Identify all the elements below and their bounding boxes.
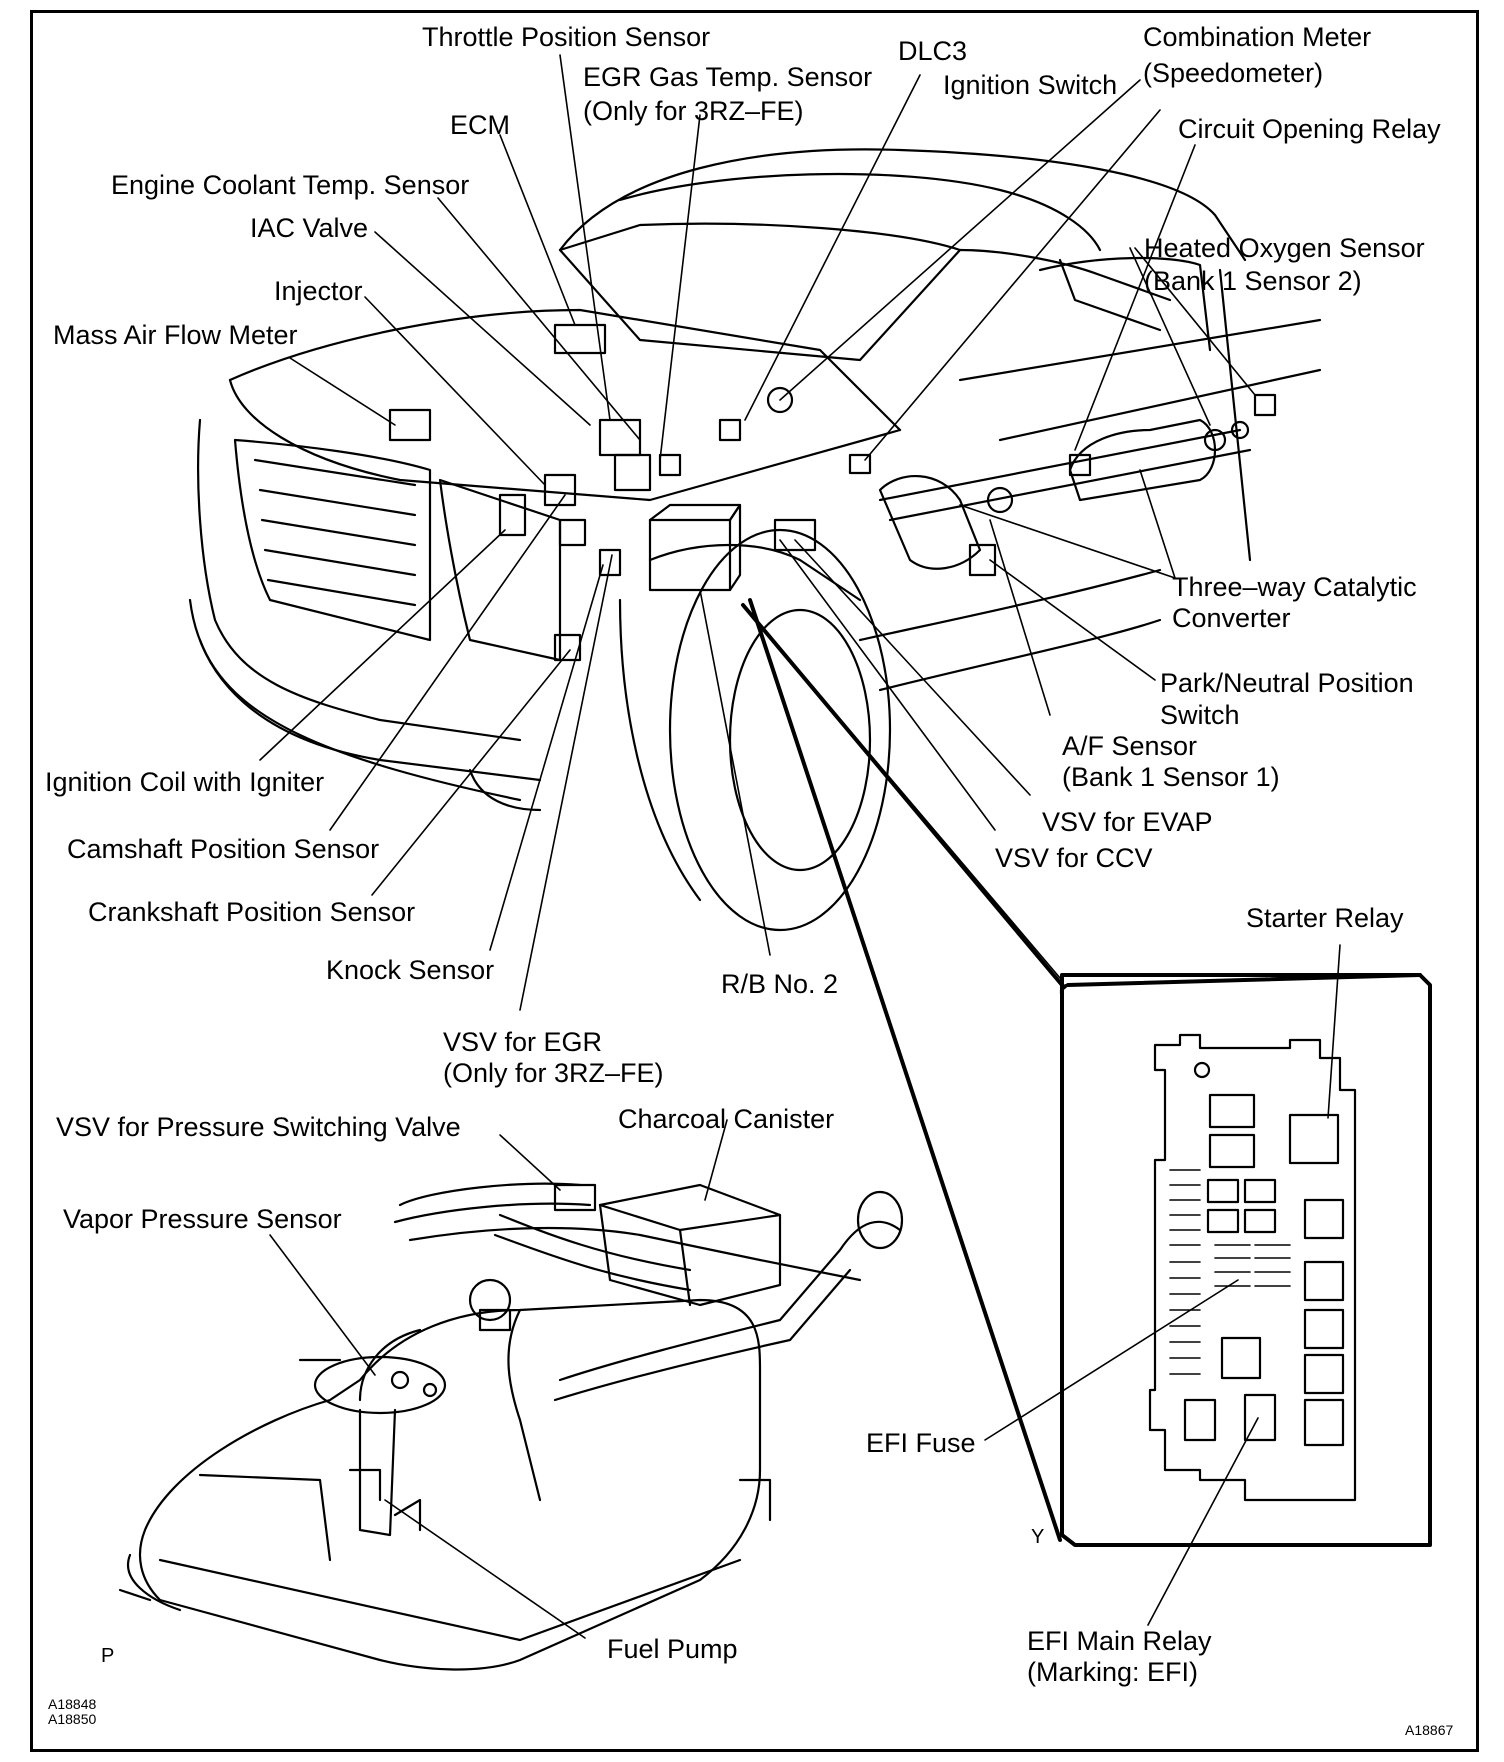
label-vsv-pressure-switching-valve: VSV for Pressure Switching Valve	[56, 1112, 461, 1142]
label-three-way-catalytic-converter: Three–way Catalytic	[1172, 572, 1417, 602]
leader-lines-upper	[259, 54, 1256, 1542]
relay-block-inset	[984, 944, 1432, 1626]
label-egr-gas-temp-sensor: EGR Gas Temp. Sensor	[583, 62, 873, 92]
label-camshaft-position-sensor: Camshaft Position Sensor	[67, 834, 380, 864]
label-vsv-for-ccv: VSV for CCV	[995, 843, 1153, 873]
vehicle-illustration	[188, 148, 1322, 932]
label-crankshaft-position-sensor: Crankshaft Position Sensor	[88, 897, 416, 927]
label-af-sensor-sub: (Bank 1 Sensor 1)	[1062, 762, 1280, 792]
label-efi-main-relay: EFI Main Relay	[1027, 1626, 1212, 1656]
label-vapor-pressure-sensor: Vapor Pressure Sensor	[63, 1204, 342, 1234]
view-marker-y: Y	[1031, 1526, 1045, 1548]
label-fuel-pump: Fuel Pump	[607, 1634, 738, 1664]
label-ignition-switch: Ignition Switch	[943, 70, 1118, 100]
label-starter-relay: Starter Relay	[1246, 903, 1404, 933]
label-ecm: ECM	[450, 110, 510, 140]
label-heated-oxygen-sensor-sub: (Bank 1 Sensor 2)	[1144, 266, 1362, 296]
label-rb-no2: R/B No. 2	[721, 969, 839, 999]
figure-code-left-2: A18850	[48, 1711, 97, 1727]
label-circuit-opening-relay: Circuit Opening Relay	[1178, 114, 1441, 144]
label-combination-meter: Combination Meter	[1143, 22, 1372, 52]
label-charcoal-canister: Charcoal Canister	[618, 1104, 835, 1134]
view-marker-p: P	[101, 1645, 115, 1667]
label-vsv-for-egr-sub: (Only for 3RZ–FE)	[443, 1058, 664, 1088]
label-efi-fuse: EFI Fuse	[866, 1428, 976, 1458]
relay-block-no2	[648, 518, 732, 592]
label-efi-main-relay-sub: (Marking: EFI)	[1027, 1657, 1199, 1687]
label-af-sensor: A/F Sensor	[1062, 731, 1198, 761]
label-throttle-position-sensor: Throttle Position Sensor	[422, 22, 711, 52]
diagram-frame	[30, 10, 1479, 1752]
label-engine-coolant-temp-sensor: Engine Coolant Temp. Sensor	[111, 170, 470, 200]
figure-code-right: A18867	[1405, 1722, 1454, 1738]
figure-code-left-1: A18848	[48, 1696, 97, 1712]
label-iac-valve: IAC Valve	[250, 213, 369, 243]
label-three-way-catalytic-converter-sub: Converter	[1172, 603, 1291, 633]
label-dlc3: DLC3	[898, 36, 968, 66]
exhaust-system	[878, 418, 1252, 570]
label-egr-gas-temp-sensor-sub: (Only for 3RZ–FE)	[583, 96, 804, 126]
label-mass-air-flow-meter: Mass Air Flow Meter	[53, 320, 298, 350]
label-heated-oxygen-sensor: Heated Oxygen Sensor	[1144, 233, 1425, 263]
label-park-neutral-position-switch-sub: Switch	[1160, 700, 1240, 730]
label-knock-sensor: Knock Sensor	[326, 955, 495, 985]
label-injector: Injector	[274, 276, 363, 306]
label-vsv-for-egr: VSV for EGR	[443, 1027, 603, 1057]
engine-components	[388, 323, 1277, 662]
label-ignition-coil-with-igniter: Ignition Coil with Igniter	[45, 767, 325, 797]
label-park-neutral-position-switch: Park/Neutral Position	[1160, 668, 1414, 698]
label-vsv-for-evap: VSV for EVAP	[1042, 807, 1213, 837]
fuel-tank-illustration	[118, 1119, 904, 1671]
label-combination-meter-sub: (Speedometer)	[1143, 58, 1324, 88]
